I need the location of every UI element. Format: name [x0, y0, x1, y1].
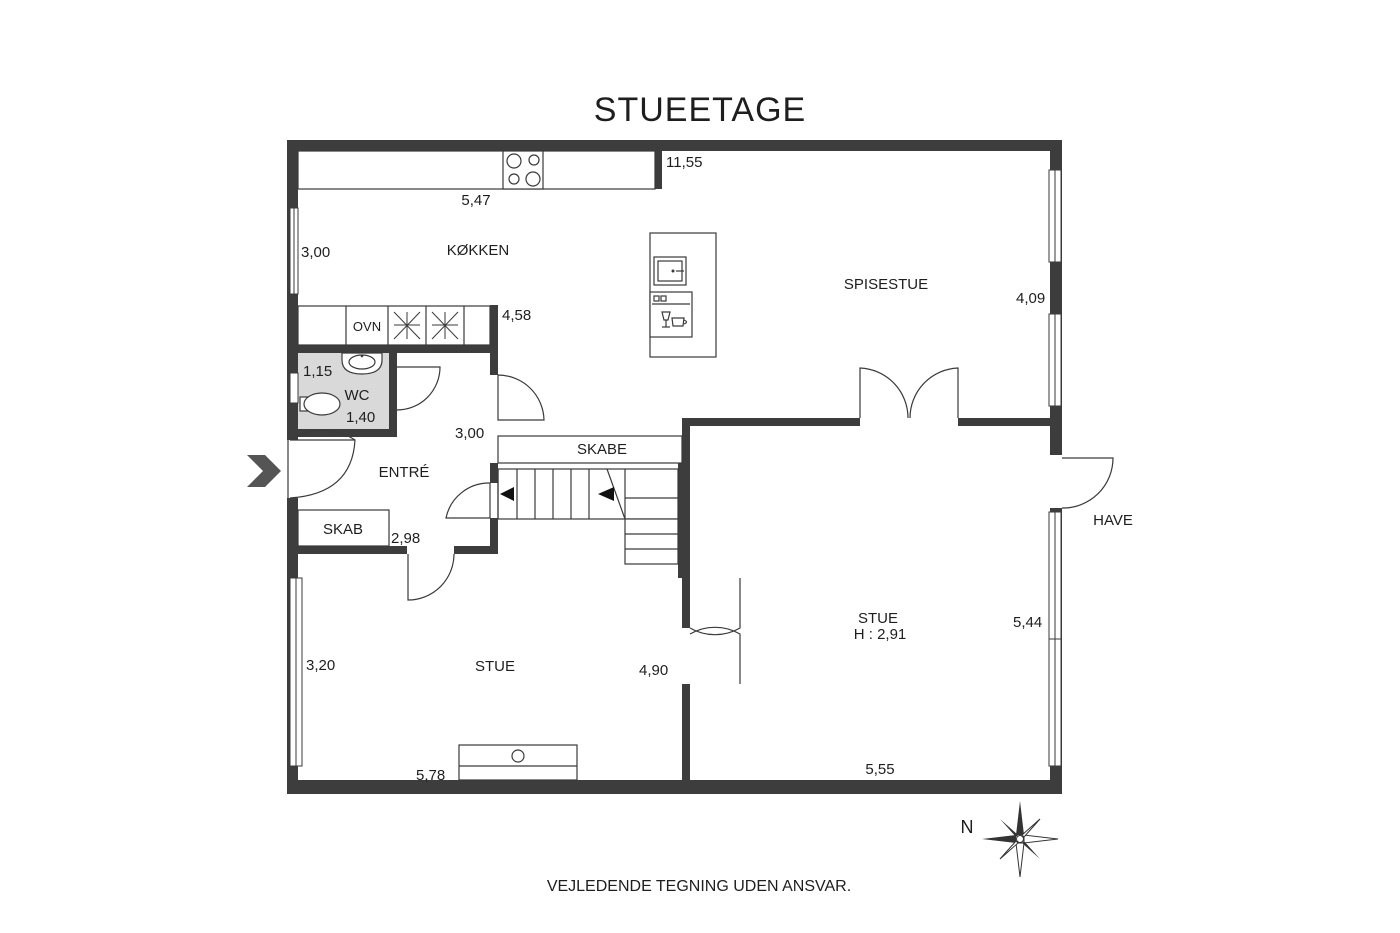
floor-title: STUEETAGE — [594, 91, 806, 129]
fireplace — [458, 744, 578, 781]
cup-icon — [671, 317, 688, 327]
room-height-living-right: H : 2,91 — [854, 626, 907, 643]
room-label-living-right: STUE — [858, 610, 898, 627]
kitchen-counter-top — [297, 150, 656, 190]
dim-1-40: 1,40 — [346, 409, 375, 426]
oven-label: OVN — [353, 319, 381, 334]
room-label-living-left: STUE — [475, 658, 515, 675]
dim-1-15: 1,15 — [303, 363, 332, 380]
dim-5-55: 5,55 — [865, 761, 894, 778]
compass-north-label: N — [961, 817, 974, 837]
room-label-wc: WC — [345, 387, 370, 404]
kitchen-island — [649, 232, 717, 358]
fan-icon — [393, 311, 459, 340]
dim-3-20: 3,20 — [306, 657, 335, 674]
toilet-icon — [299, 392, 341, 416]
room-label-kitchen: KØKKEN — [447, 242, 510, 259]
dim-5-44: 5,44 — [1013, 614, 1042, 631]
wc-washbasin — [341, 352, 383, 375]
room-label-entry: ENTRÉ — [379, 464, 430, 481]
interior-walls — [287, 151, 1058, 784]
dishwasher — [652, 295, 690, 305]
dim-3-00-entry: 3,00 — [455, 425, 484, 442]
entrance-arrow-icon — [247, 455, 281, 487]
dim-5-78: 5,78 — [416, 767, 445, 784]
room-label-cabinet: SKAB — [323, 521, 363, 538]
dim-4-09: 4,09 — [1016, 290, 1045, 307]
wine-glass-icon — [661, 311, 671, 328]
stove-icon — [506, 153, 541, 187]
windows — [289, 169, 1062, 767]
room-label-dining: SPISESTUE — [844, 276, 928, 293]
dim-2-98: 2,98 — [391, 530, 420, 547]
dim-5-47: 5,47 — [461, 192, 490, 209]
cabinets-block — [497, 435, 683, 464]
dim-4-90: 4,90 — [639, 662, 668, 679]
room-label-cabinets: SKABE — [577, 441, 627, 458]
staircase — [497, 468, 679, 565]
dim-4-58: 4,58 — [502, 307, 531, 324]
cabinet-block — [297, 509, 390, 547]
doors — [287, 366, 1114, 684]
compass-icon — [982, 801, 1059, 878]
dim-11-55: 11,55 — [666, 154, 702, 171]
dim-3-00-kitchen: 3,00 — [301, 244, 330, 261]
sink-icon — [653, 256, 687, 286]
disclaimer: VEJLEDENDE TEGNING UDEN ANSVAR. — [547, 878, 851, 895]
label-garden: HAVE — [1093, 512, 1133, 529]
